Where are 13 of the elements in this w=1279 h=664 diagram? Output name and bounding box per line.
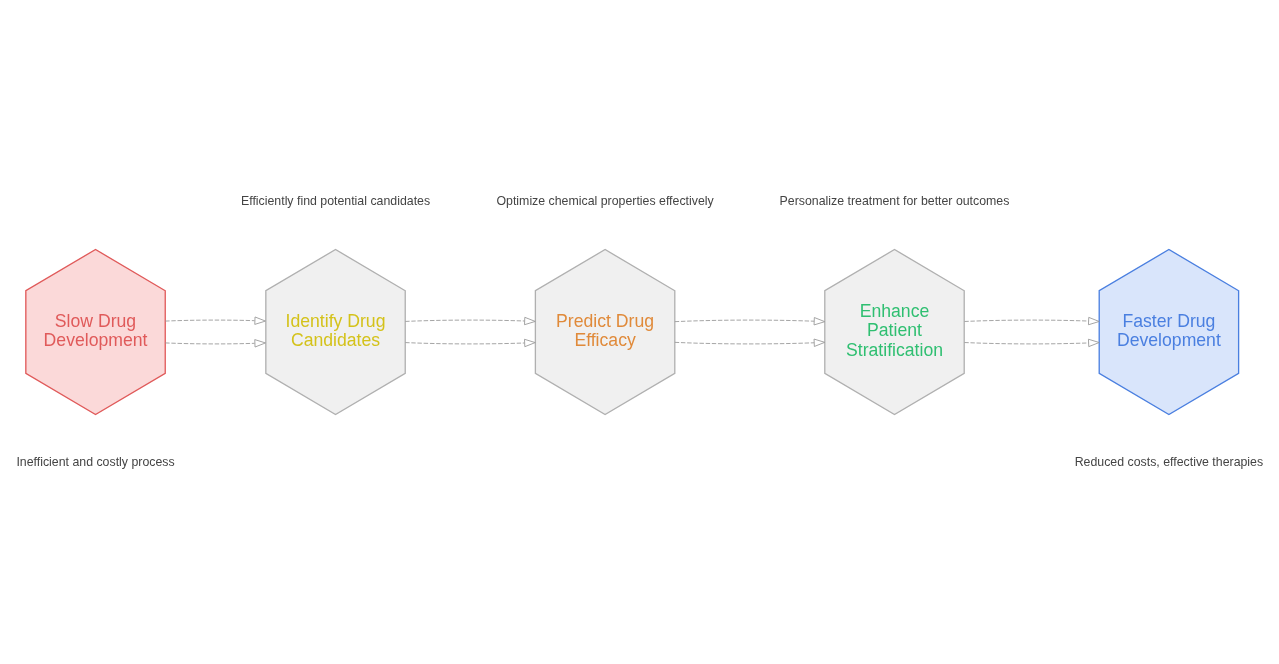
arrow	[674, 338, 826, 347]
arrow	[964, 316, 1100, 326]
arrow	[164, 339, 266, 348]
node-label: Efficiently find potential candidates	[240, 193, 431, 208]
arrow	[404, 316, 536, 326]
arrow	[404, 338, 536, 348]
node-label: Optimize chemical properties effectively	[496, 193, 714, 208]
node-label: Inefficient and costly process	[16, 454, 175, 469]
node-label: Reduced costs, effective therapies	[1074, 454, 1264, 469]
node-label: Personalize treatment for better outcomes	[779, 193, 1010, 208]
arrow	[164, 316, 266, 325]
arrow	[964, 338, 1100, 348]
arrow	[674, 317, 826, 326]
